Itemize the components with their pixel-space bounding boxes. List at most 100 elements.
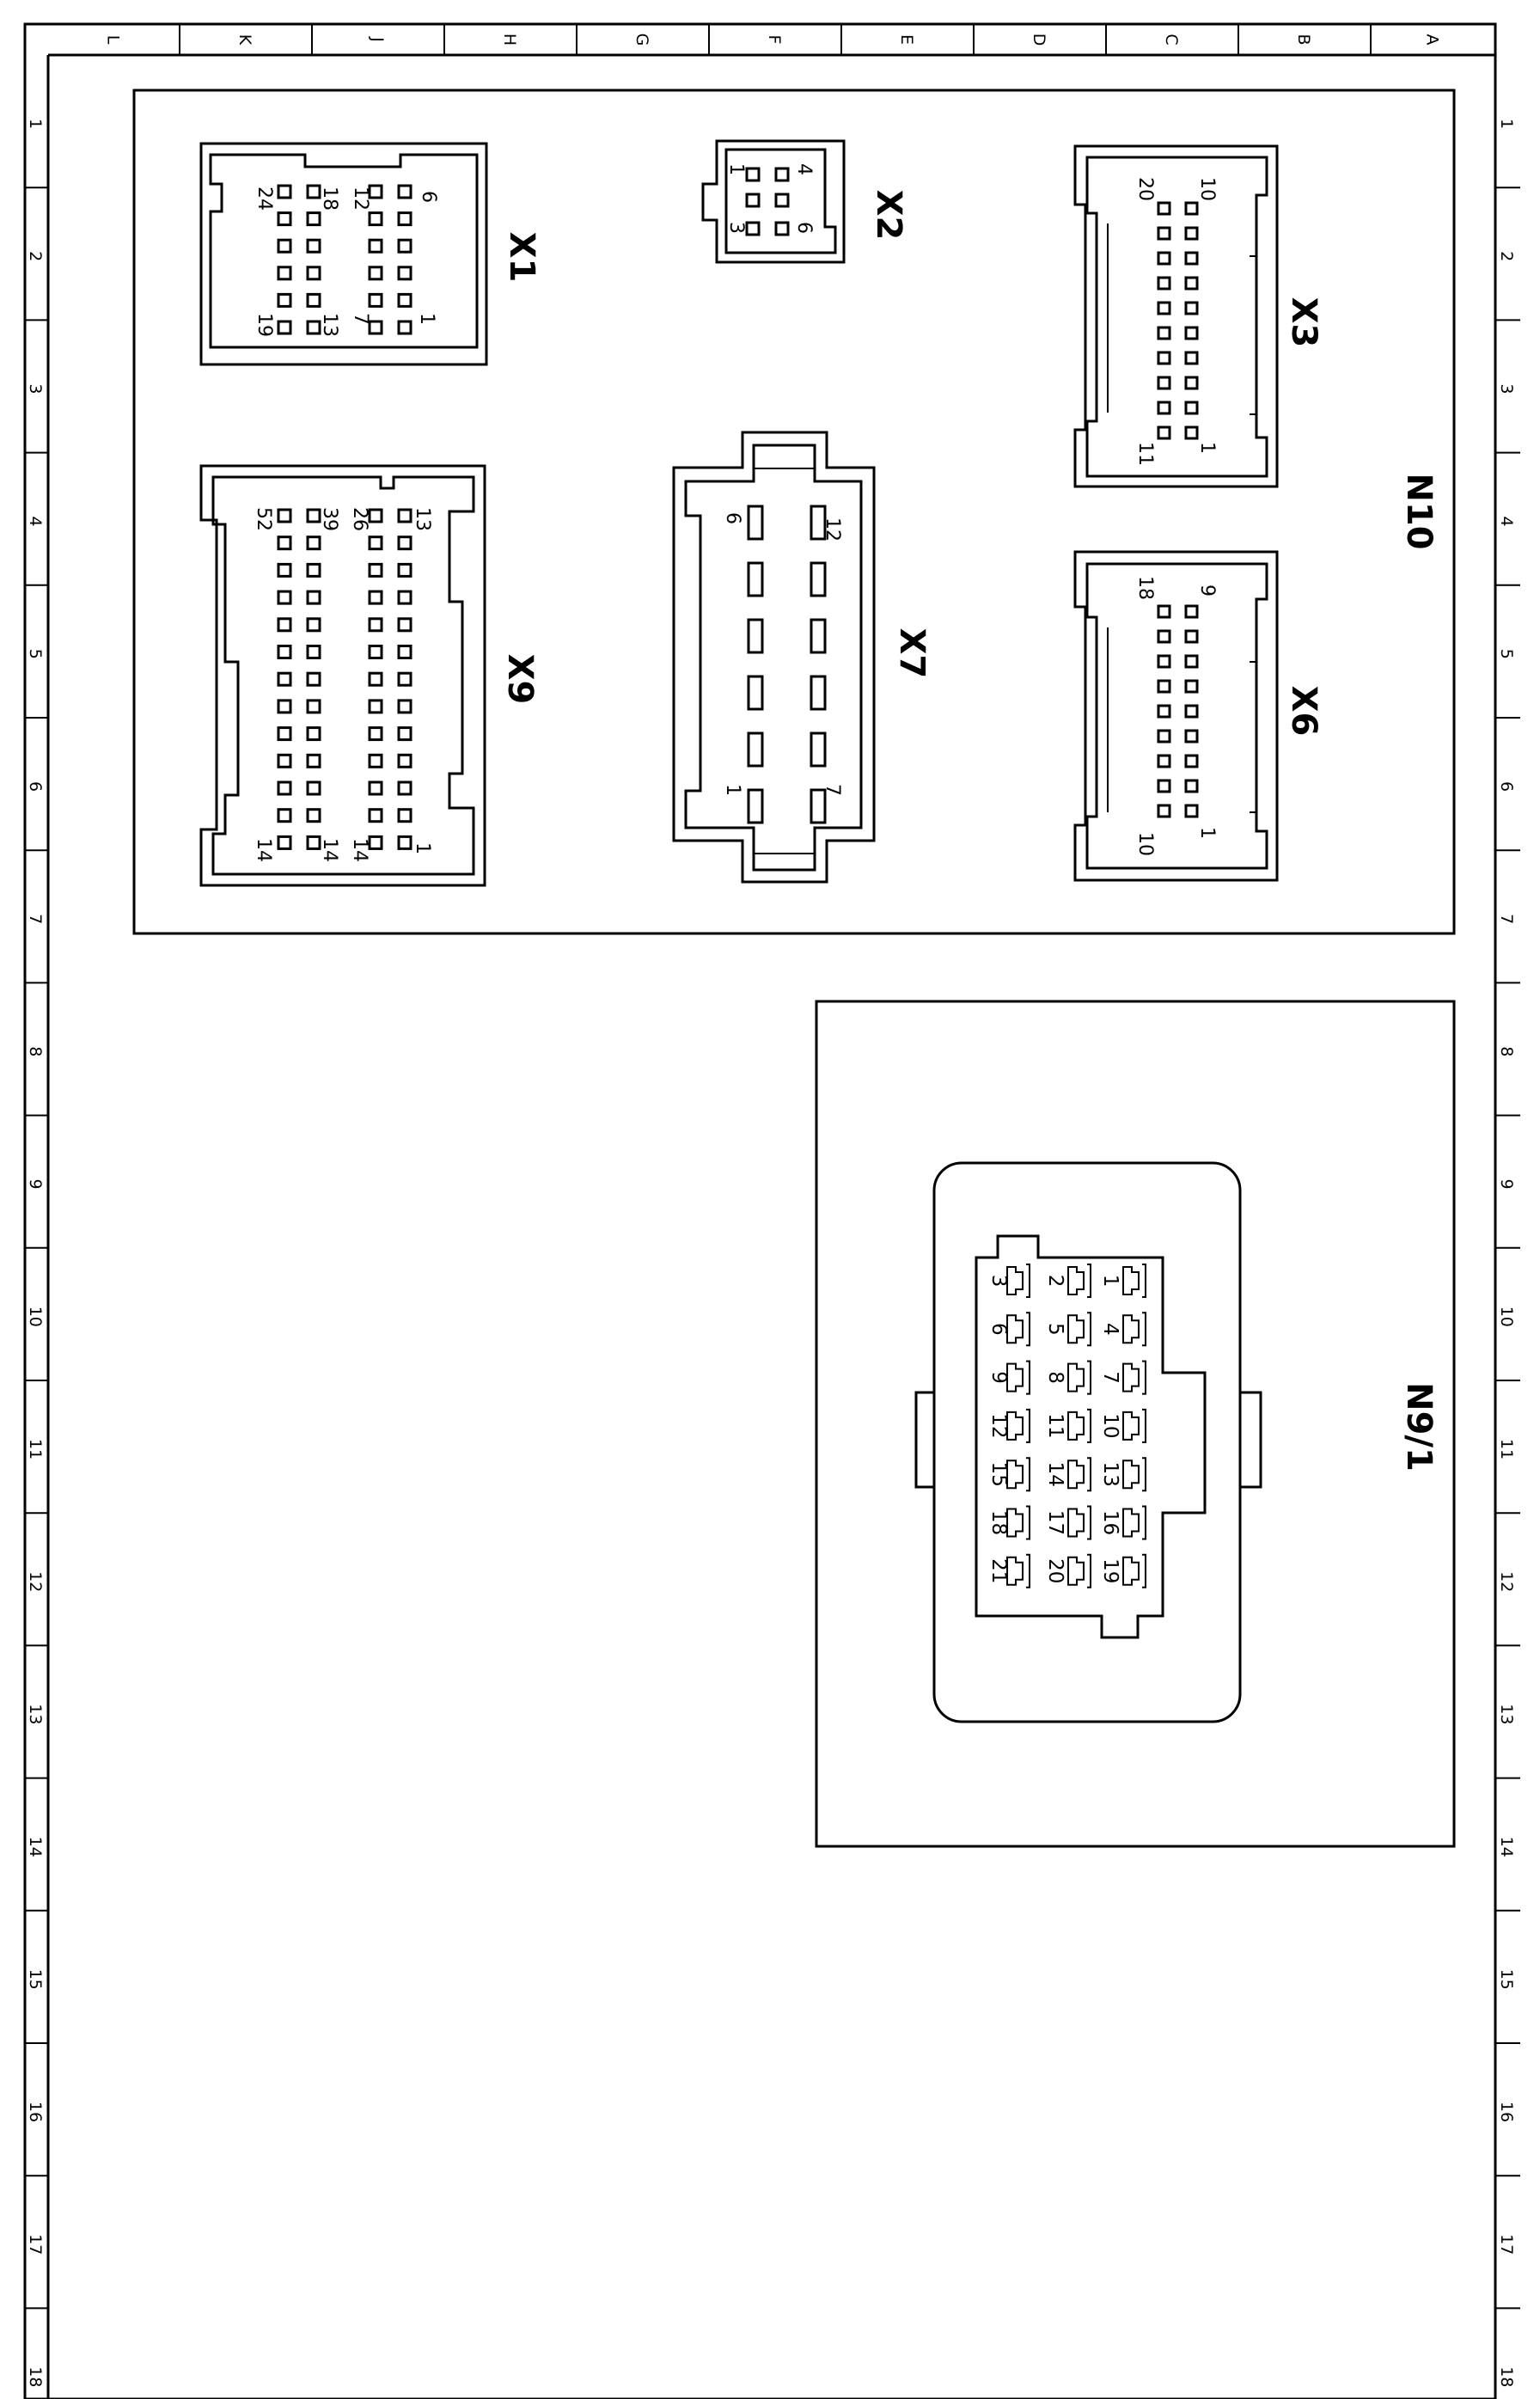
panel-n9-1-label: N9/1 bbox=[1399, 1382, 1439, 1472]
x9-label: X9 bbox=[500, 654, 540, 705]
n9-1-pin-block bbox=[975, 1234, 1207, 1639]
x1-pin bbox=[277, 238, 292, 254]
x6-pin bbox=[1184, 654, 1199, 669]
x9-pin bbox=[397, 617, 412, 633]
n9-1-pin-number: 21 bbox=[987, 1558, 1010, 1583]
x9-pin bbox=[397, 508, 412, 523]
n9-1-pin-number: 10 bbox=[1099, 1413, 1121, 1438]
n9-1-pin bbox=[1006, 1553, 1030, 1588]
x9-pin bbox=[277, 562, 292, 578]
x3-pin bbox=[1157, 351, 1171, 365]
x9-pin bbox=[397, 835, 412, 850]
x1-outer-body bbox=[199, 142, 488, 366]
row-label-right: 10 bbox=[1497, 1307, 1516, 1327]
x6-pin bbox=[1157, 704, 1171, 719]
x9-pin bbox=[397, 562, 412, 578]
x6-pin bbox=[1157, 804, 1171, 818]
x6-pin bbox=[1184, 804, 1199, 818]
column-label: J bbox=[368, 36, 387, 42]
x9-pin bbox=[368, 835, 383, 850]
row-label-right: 17 bbox=[1497, 2234, 1516, 2255]
x7-pin-label-7: 7 bbox=[822, 784, 843, 796]
x3-pin-label-10: 10 bbox=[1196, 177, 1218, 201]
row-label-right: 12 bbox=[1497, 1571, 1516, 1592]
x2-pin-grid bbox=[745, 167, 790, 236]
n9-1-pin-number: 3 bbox=[987, 1275, 1010, 1288]
n9-1-pin-number: 14 bbox=[1044, 1462, 1066, 1487]
x3-pin bbox=[1157, 401, 1171, 415]
x9-pin bbox=[277, 508, 292, 523]
x6-outer-body bbox=[1073, 550, 1279, 882]
n9-1-pin bbox=[1067, 1360, 1091, 1395]
x3-label: X3 bbox=[1284, 297, 1323, 348]
x9-inner-outline bbox=[211, 475, 475, 876]
n9-1-pin bbox=[1067, 1312, 1091, 1347]
row-label-right: 13 bbox=[1497, 1704, 1516, 1724]
x9-pin-label-13: 13 bbox=[412, 507, 433, 531]
column-ticks bbox=[179, 24, 1372, 55]
n9-1-pin bbox=[1067, 1505, 1091, 1540]
x7-blade-pin bbox=[810, 561, 827, 597]
x3-pin bbox=[1184, 226, 1199, 241]
x9-pin bbox=[306, 508, 321, 523]
x9-pin-label-14: 14 bbox=[349, 838, 370, 862]
n9-1-pin-number: 20 bbox=[1044, 1558, 1066, 1583]
x1-pin-label-7: 7 bbox=[350, 313, 371, 325]
x1-pin bbox=[368, 238, 383, 254]
x9-pin bbox=[277, 617, 292, 633]
x2-outer-body bbox=[701, 139, 846, 264]
x9-pin bbox=[277, 535, 292, 551]
n9-1-left-latch bbox=[914, 1391, 936, 1489]
x9-pin-label-26: 26 bbox=[349, 507, 370, 531]
x1-pin bbox=[368, 320, 383, 335]
x7-pin-label-1: 1 bbox=[722, 784, 743, 796]
x9-pin bbox=[277, 590, 292, 605]
x3-pin bbox=[1157, 251, 1171, 266]
row-label-left: 12 bbox=[26, 1571, 45, 1592]
x7-blade-pin bbox=[747, 561, 764, 597]
x9-pin bbox=[368, 671, 383, 687]
x1-pin-label-19: 19 bbox=[254, 313, 275, 337]
panel-n10-frame bbox=[132, 89, 1456, 935]
x9-pin bbox=[306, 780, 321, 796]
x9-pin bbox=[397, 671, 412, 687]
x3-pin bbox=[1184, 251, 1199, 266]
x2-pin-label-6: 6 bbox=[793, 222, 815, 234]
n9-1-pin bbox=[1006, 1360, 1030, 1395]
x6-pin-label-18: 18 bbox=[1134, 576, 1156, 600]
row-label-right: 8 bbox=[1497, 1046, 1516, 1056]
x1-pin bbox=[397, 266, 412, 281]
x3-outer-body bbox=[1073, 144, 1279, 488]
x9-pin bbox=[397, 645, 412, 659]
x9-pin bbox=[397, 780, 412, 796]
n9-1-pin bbox=[1122, 1360, 1146, 1395]
row-label-left: 18 bbox=[26, 2366, 45, 2387]
row-label-right: 16 bbox=[1497, 2102, 1516, 2122]
x9-pin bbox=[368, 753, 383, 768]
x9-pin bbox=[306, 562, 321, 578]
row-label-left: 7 bbox=[26, 914, 45, 924]
x3-pin bbox=[1184, 425, 1199, 440]
x1-pin bbox=[306, 211, 321, 227]
x9-pin bbox=[368, 645, 383, 659]
x9-pin bbox=[368, 699, 383, 714]
x9-pin bbox=[306, 535, 321, 551]
x3-pin bbox=[1157, 326, 1171, 340]
column-label: B bbox=[1294, 34, 1313, 45]
x9-pin bbox=[306, 808, 321, 823]
x6-pin bbox=[1157, 629, 1171, 644]
x3-inner-outline bbox=[1085, 156, 1268, 478]
x9-pin bbox=[277, 671, 292, 687]
column-label: K bbox=[235, 34, 254, 46]
row-ticks bbox=[25, 187, 1520, 2310]
n9-1-pin-number: 15 bbox=[987, 1462, 1010, 1487]
x9-pin-grid bbox=[277, 508, 412, 850]
x2-label: X2 bbox=[869, 190, 908, 241]
x9-pin bbox=[397, 535, 412, 551]
x1-pin bbox=[277, 184, 292, 199]
x7-blade-pin bbox=[747, 731, 764, 768]
